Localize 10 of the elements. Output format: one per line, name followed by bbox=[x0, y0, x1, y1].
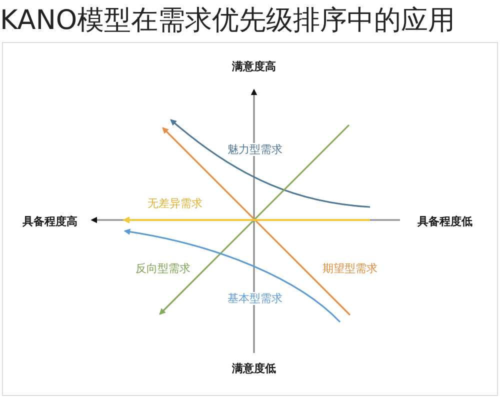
curve-label: 魅力型需求 bbox=[226, 142, 284, 156]
axis-label: 满意度低 bbox=[231, 362, 277, 374]
curve-label: 基本型需求 bbox=[226, 292, 284, 304]
axis-label: 满意度高 bbox=[231, 60, 277, 72]
curve-label: 反向型需求 bbox=[134, 262, 192, 274]
curve-label: 无差异需求 bbox=[146, 196, 204, 210]
curve-label: 期望型需求 bbox=[322, 262, 378, 274]
diagram-title: KANO模型在需求优先级排序中的应用 bbox=[0, 4, 456, 38]
axis-label: 具备程度高 bbox=[22, 214, 78, 228]
axis-label: 具备程度低 bbox=[416, 214, 474, 228]
